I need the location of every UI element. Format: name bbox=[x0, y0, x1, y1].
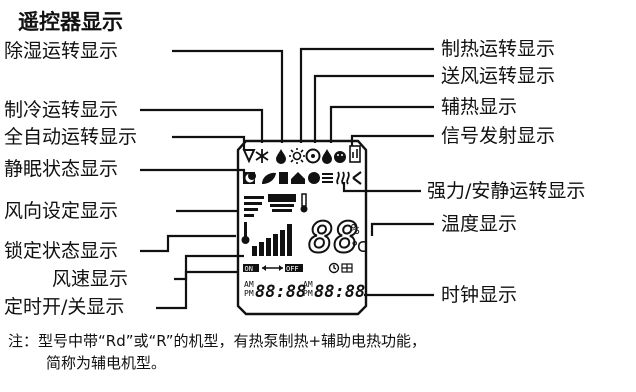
label-turbo-quiet: 强力/安静运转显示 bbox=[427, 180, 586, 202]
house-icon bbox=[291, 172, 305, 184]
grid-icon bbox=[341, 263, 353, 273]
clock-icon bbox=[328, 262, 340, 274]
temperature-percent: % bbox=[351, 222, 360, 238]
callout-dehumidify bbox=[172, 49, 284, 143]
callout-aux-heat bbox=[329, 105, 434, 143]
sun-icon bbox=[289, 148, 305, 164]
callout-temperature bbox=[370, 222, 434, 236]
temperature-digits: 88 bbox=[308, 213, 359, 262]
swing-icon bbox=[244, 196, 264, 217]
signal-icon bbox=[349, 145, 361, 163]
time-display-1: 88:88 bbox=[255, 282, 306, 302]
triangle-icon bbox=[242, 149, 256, 164]
lock-icon bbox=[241, 222, 250, 244]
quiet-icon bbox=[352, 171, 362, 185]
fan-speed-bars-icon bbox=[252, 224, 292, 256]
label-fan: 送风运转显示 bbox=[441, 65, 556, 87]
label-cooling: 制冷运转显示 bbox=[4, 99, 119, 121]
callout-turbo-quiet bbox=[342, 182, 421, 193]
label-dehumidify: 除湿运转显示 bbox=[4, 40, 119, 62]
moon-icon bbox=[243, 172, 256, 184]
drop-dual-icon bbox=[322, 149, 332, 164]
pm-label-2: PM bbox=[303, 289, 313, 298]
callout-lock bbox=[140, 234, 236, 253]
time-display-2: 88:88 bbox=[314, 282, 365, 302]
pm-label-1: PM bbox=[244, 289, 254, 298]
callout-timer bbox=[156, 270, 238, 310]
callout-lines bbox=[140, 47, 434, 310]
person-icon bbox=[279, 172, 288, 184]
turbo-icon bbox=[322, 173, 333, 183]
label-signal: 信号发射显示 bbox=[441, 125, 556, 147]
label-clock: 时钟显示 bbox=[441, 284, 518, 306]
label-temperature: 温度显示 bbox=[441, 213, 518, 235]
timer-off-text: OFF bbox=[286, 265, 299, 273]
label-sleep: 静眠状态显示 bbox=[4, 158, 119, 180]
drop-icon bbox=[276, 149, 286, 164]
label-heating: 制热运转显示 bbox=[441, 38, 556, 60]
status-icons bbox=[243, 171, 362, 185]
page-title: 遥控器显示 bbox=[18, 10, 123, 34]
am-label-2: AM bbox=[303, 280, 313, 289]
temperature-unit: ℃ bbox=[351, 238, 368, 256]
callout-fan-speed bbox=[174, 254, 244, 281]
snowflake-icon bbox=[255, 149, 269, 163]
timer-arrow-icon bbox=[262, 265, 283, 271]
callout-sleep bbox=[140, 168, 246, 179]
fan-icon bbox=[305, 148, 321, 164]
label-swing: 风向设定显示 bbox=[4, 200, 119, 222]
label-fan-speed: 风速显示 bbox=[52, 268, 129, 290]
callout-fan bbox=[313, 74, 434, 143]
callout-signal bbox=[350, 134, 434, 146]
callout-cooling bbox=[140, 108, 264, 143]
callout-auto bbox=[172, 135, 246, 150]
lcd-frame bbox=[236, 139, 368, 316]
heat-waves-icon bbox=[336, 171, 350, 185]
note-line-2: 简称为辅电机型。 bbox=[46, 354, 167, 372]
label-lock: 锁定状态显示 bbox=[4, 240, 119, 262]
louver-icon bbox=[268, 194, 296, 212]
timer-on-text: ON bbox=[245, 265, 253, 273]
timer-off-badge bbox=[285, 264, 303, 272]
callout-heating bbox=[299, 47, 434, 143]
label-aux-heat: 辅热显示 bbox=[441, 96, 518, 118]
thermometer-icon bbox=[300, 193, 308, 213]
sleep-face-icon bbox=[308, 172, 320, 184]
leaf-icon bbox=[262, 172, 276, 184]
mode-icons bbox=[242, 145, 361, 164]
smiley-icon bbox=[334, 151, 346, 163]
am-label-1: AM bbox=[244, 280, 254, 289]
label-timer: 定时开/关显示 bbox=[4, 296, 125, 318]
label-auto: 全自动运转显示 bbox=[4, 126, 138, 148]
timer-on-badge bbox=[243, 264, 259, 272]
note-line-1: 注：型号中带“Rd”或“R”的机型，有热泵制热+辅助电热功能， bbox=[8, 332, 427, 350]
